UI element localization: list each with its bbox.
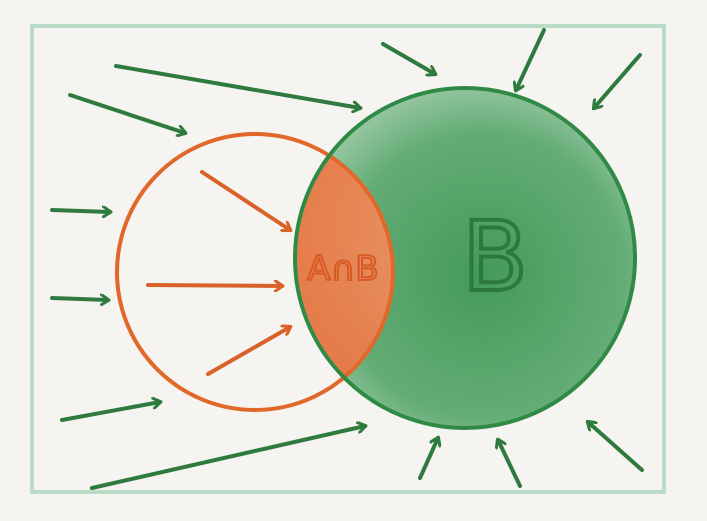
set-b-circle	[293, 86, 637, 430]
arrow-icon	[588, 422, 644, 472]
arrow-icon	[381, 42, 435, 74]
arrow-icon	[68, 93, 185, 133]
orange-arrows	[146, 170, 290, 376]
set-a-circle	[115, 132, 395, 412]
diagram-frame	[30, 24, 666, 494]
set-b-label: B	[462, 201, 528, 313]
arrow-icon	[498, 440, 522, 488]
arrow-icon	[516, 28, 546, 90]
arrow-icon	[146, 285, 282, 286]
arrow-icon	[206, 327, 290, 376]
arrow-icon	[418, 438, 438, 480]
arrow-icon	[60, 402, 160, 422]
arrow-icon	[594, 53, 642, 108]
arrow-icon	[114, 64, 360, 108]
arrow-icon	[200, 170, 290, 230]
set-b-fill	[295, 88, 635, 428]
arrow-icon	[50, 210, 110, 212]
intersection-label: A∩B	[307, 249, 378, 289]
arrow-icon	[90, 426, 365, 490]
green-arrows	[50, 28, 644, 490]
arrow-icon	[50, 298, 108, 300]
